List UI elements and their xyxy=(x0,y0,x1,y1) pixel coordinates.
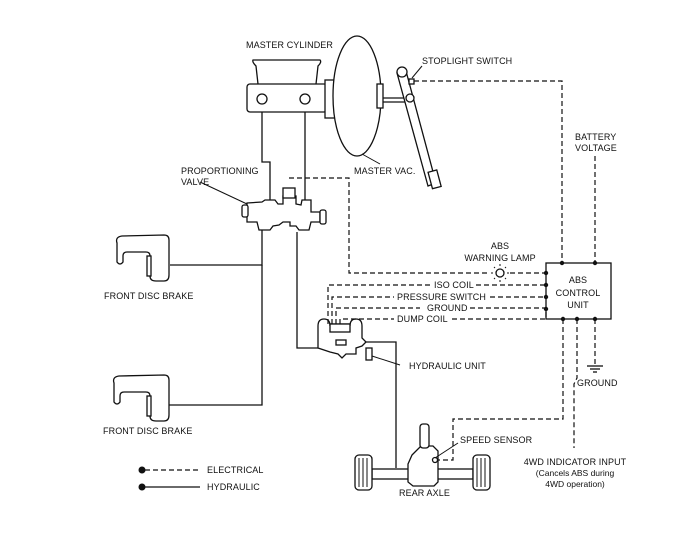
wire-ground-a xyxy=(335,307,420,324)
proportioning-valve-label-1: PROPORTIONING xyxy=(181,166,259,176)
brake-pedal xyxy=(396,65,442,190)
rear-axle-differential xyxy=(407,445,439,487)
hydraulic-line-to-rear xyxy=(362,341,397,468)
fourwd-input-label-1: 4WD INDICATOR INPUT xyxy=(524,457,627,467)
master-vac-label: MASTER VAC. xyxy=(354,166,415,176)
rear-axle xyxy=(354,423,491,491)
front-disc-brake-upper-pad xyxy=(146,255,152,277)
abs-control-unit-label-1: ABS xyxy=(569,275,587,285)
front-disc-brake-lower-pad xyxy=(146,395,152,417)
stoplight-switch xyxy=(408,78,415,85)
tire-treads xyxy=(358,458,486,487)
electrical-wires xyxy=(289,80,596,461)
legend-electrical-label: ELECTRICAL xyxy=(207,465,264,475)
master-cylinder-port-left xyxy=(256,93,268,105)
wire-warning-lamp-a xyxy=(289,177,490,274)
wire-label-iso-coil: ISO COIL xyxy=(434,280,474,290)
master-vac-hub xyxy=(376,83,384,109)
ground-icon xyxy=(587,365,603,373)
master-cylinder-label: MASTER CYLINDER xyxy=(246,40,333,50)
front-disc-brake-lower xyxy=(112,374,170,422)
hydraulic-unit xyxy=(317,318,401,366)
wire-dump-coil-a xyxy=(339,318,394,324)
wire-dump-coil-b xyxy=(452,309,547,320)
wire-label-dump-coil: DUMP COIL xyxy=(397,314,448,324)
abs-control-unit-label-3: UNIT xyxy=(567,300,589,310)
proportioning-valve-plug-left xyxy=(241,204,249,218)
brake-pedal-pushrod-pin xyxy=(405,93,415,103)
hydraulic-unit-label: HYDRAULIC UNIT xyxy=(409,361,486,371)
rear-axle-label: REAR AXLE xyxy=(399,488,450,498)
proportioning-valve-leader xyxy=(199,181,248,205)
front-disc-brake-lower-caliper xyxy=(112,374,170,422)
hydraulic-line-mc-left xyxy=(261,102,271,203)
wire-label-pressure-switch: PRESSURE SWITCH xyxy=(397,292,486,302)
proportioning-valve-label-2: VALVE xyxy=(181,177,209,187)
hydraulic-line-front-lower xyxy=(168,265,263,406)
front-disc-brake-lower-label: FRONT DISC BRAKE xyxy=(103,426,192,436)
hydraulic-line-front-upper xyxy=(170,228,263,266)
stoplight-switch-label: STOPLIGHT SWITCH xyxy=(422,56,512,66)
battery-voltage-label-1: BATTERY xyxy=(575,132,616,142)
hydraulic-line-to-hu xyxy=(296,232,318,349)
speed-sensor xyxy=(431,456,439,464)
hydraulic-unit-leader xyxy=(371,355,401,366)
wire-label-ground: GROUND xyxy=(427,303,468,313)
hydraulic-lines xyxy=(168,102,397,468)
battery-voltage-label-2: VOLTAGE xyxy=(575,143,617,153)
speed-sensor-label: SPEED SENSOR xyxy=(460,435,533,445)
legend-hydraulic: HYDRAULIC xyxy=(138,482,260,492)
legend-hydraulic-label: HYDRAULIC xyxy=(207,482,260,492)
speed-sensor-leader xyxy=(434,442,459,459)
ground-label: GROUND xyxy=(577,378,618,388)
abs-warning-lamp-label-2: WARNING LAMP xyxy=(464,253,535,263)
front-disc-brake-upper-caliper xyxy=(115,234,170,282)
legend-electrical: ELECTRICAL xyxy=(138,465,264,475)
abs-control-unit-label-2: CONTROL xyxy=(556,288,601,298)
master-vac-leader xyxy=(361,153,381,165)
proportioning-valve xyxy=(199,181,327,231)
abs-warning-lamp-label-1: ABS xyxy=(491,241,509,251)
wire-stoplight xyxy=(414,80,563,263)
master-cylinder-port-right xyxy=(299,93,311,105)
stoplight-switch-leader xyxy=(411,65,423,79)
fourwd-input-label-2: (Cancels ABS during xyxy=(536,468,615,478)
wire-4wd-input xyxy=(573,319,578,448)
hydraulic-unit-valve xyxy=(335,339,347,346)
wire-iso-coil-a xyxy=(327,284,430,324)
master-vac xyxy=(332,35,410,165)
fourwd-input-label-3: 4WD operation) xyxy=(545,479,605,489)
wire-speed-sensor xyxy=(437,319,564,461)
wire-pressure-switch-a xyxy=(331,296,394,324)
hydraulic-unit-connector xyxy=(329,323,351,333)
rear-axle-pinion xyxy=(419,423,430,449)
legend: ELECTRICAL HYDRAULIC xyxy=(138,465,264,492)
brake-pedal-pivot xyxy=(396,66,408,78)
front-disc-brake-upper xyxy=(115,234,170,282)
warning-lamp-icon xyxy=(491,264,509,282)
abs-control-unit: ABS CONTROL UNIT xyxy=(543,260,612,322)
master-vac-body xyxy=(332,35,382,157)
front-disc-brake-upper-label: FRONT DISC BRAKE xyxy=(104,291,193,301)
proportioning-valve-body xyxy=(246,195,321,231)
abs-control-unit-box xyxy=(545,262,612,320)
proportioning-valve-plug-right xyxy=(319,209,327,225)
hydraulic-unit-fitting xyxy=(365,347,373,361)
master-cylinder xyxy=(246,59,338,119)
proportioning-valve-switch xyxy=(282,187,296,199)
brake-pedal-pad xyxy=(427,169,442,190)
